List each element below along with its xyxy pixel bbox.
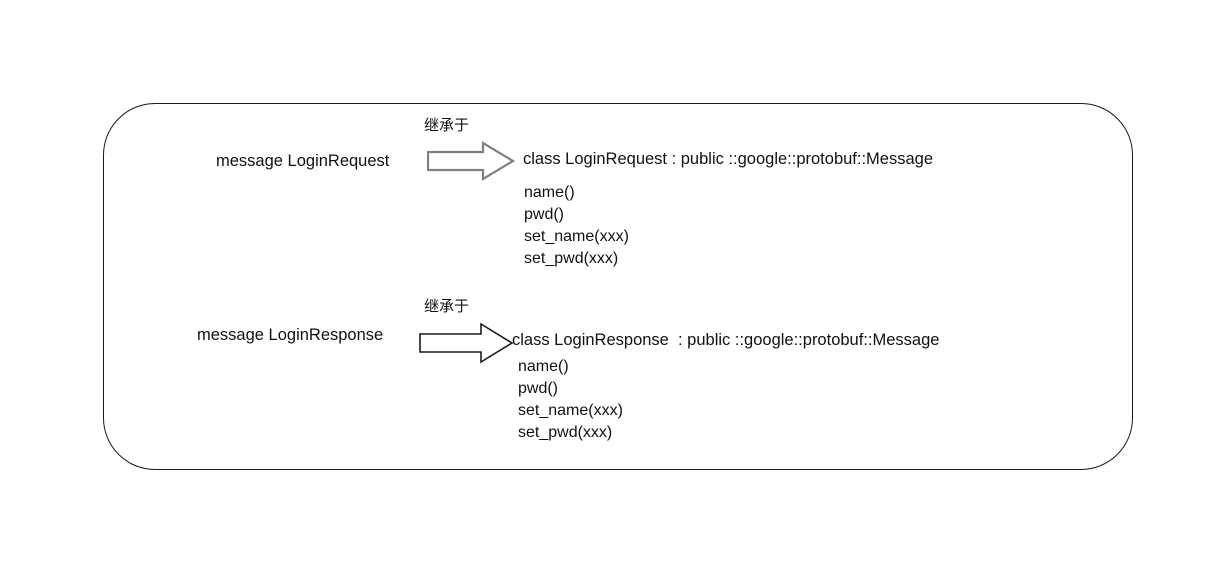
inheritance-label-1: 继承于 bbox=[424, 116, 470, 134]
method-item: name() bbox=[518, 358, 569, 375]
proto-message-loginresponse: message LoginResponse bbox=[197, 326, 384, 344]
cpp-class-loginresponse: class LoginResponse : public ::google::p… bbox=[512, 331, 940, 349]
cpp-class-loginrequest: class LoginRequest : public ::google::pr… bbox=[523, 150, 934, 168]
method-item: name() bbox=[524, 184, 575, 201]
method-item: set_pwd(xxx) bbox=[518, 424, 613, 441]
method-item: set_pwd(xxx) bbox=[524, 250, 619, 267]
diagram-container-box bbox=[103, 103, 1133, 470]
method-item: pwd() bbox=[518, 380, 559, 397]
block-arrow-right-icon-2 bbox=[419, 322, 514, 364]
proto-message-loginrequest: message LoginRequest bbox=[216, 152, 390, 170]
method-item: set_name(xxx) bbox=[518, 402, 623, 419]
method-item: pwd() bbox=[524, 206, 565, 223]
block-arrow-right-icon-1 bbox=[426, 141, 516, 181]
inheritance-label-2: 继承于 bbox=[424, 297, 470, 315]
method-item: set_name(xxx) bbox=[524, 228, 629, 245]
